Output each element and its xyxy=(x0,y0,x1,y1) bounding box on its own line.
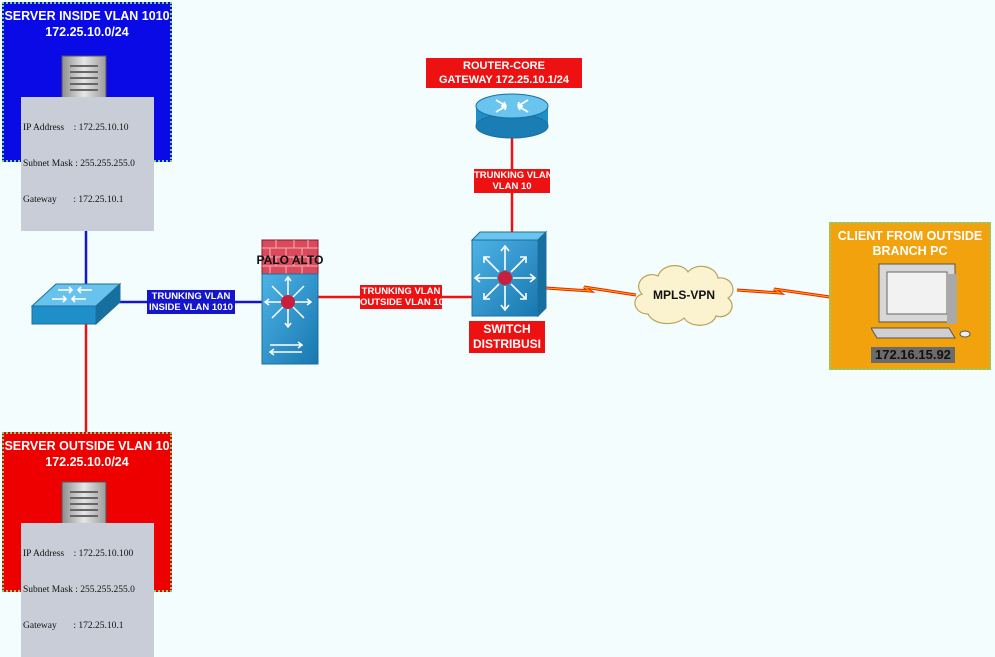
trunk-outside-label-line1: TRUNKING VLAN xyxy=(361,286,441,297)
trunk-outside-label: TRUNKING VLAN OUTSIDE VLAN 10 xyxy=(360,285,444,309)
wan-link-right-glow xyxy=(736,288,831,298)
firewall-icon[interactable] xyxy=(261,239,319,365)
trunk-inside-label: TRUNKING VLAN INSIDE VLAN 1010 xyxy=(147,290,235,314)
server-outside-title: SERVER OUTSIDE VLAN 10 xyxy=(4,439,170,453)
distribution-switch-label-line1: SWITCH xyxy=(483,322,531,336)
router-label-line1: ROUTER-CORE xyxy=(463,60,545,72)
trunk-router-label-line2: VLAN 10 xyxy=(492,181,532,192)
server-inside-config: IP Address : 172.25.10.10 Subnet Mask : … xyxy=(21,97,154,231)
config-ip-address: IP Address : 172.25.10.10 xyxy=(23,123,129,133)
router-label: ROUTER-CORE GATEWAY 172.25.10.1/24 xyxy=(426,58,582,88)
mpls-cloud-icon[interactable] xyxy=(634,265,734,326)
client-panel: CLIENT FROM OUTSIDE BRANCH PC 172.16.15.… xyxy=(829,222,991,370)
config-gateway: Gateway : 172.25.10.1 xyxy=(23,195,124,205)
server-outside-subnet: 172.25.10.0/24 xyxy=(45,455,129,469)
router-icon[interactable] xyxy=(475,93,549,139)
access-switch-icon[interactable] xyxy=(30,282,122,326)
server-outside-config: IP Address : 172.25.10.100 Subnet Mask :… xyxy=(21,523,154,657)
config-ip-address: IP Address : 172.25.10.100 xyxy=(23,549,134,559)
distribution-switch-label-line2: DISTRIBUSI xyxy=(472,337,541,351)
client-title-line2: BRANCH PC xyxy=(872,244,948,258)
mpls-cloud-label: MPLS-VPN xyxy=(652,288,715,302)
server-inside-subnet: 172.25.10.0/24 xyxy=(45,25,129,39)
trunk-inside-label-line1: TRUNKING VLAN xyxy=(151,291,231,302)
config-subnet-mask: Subnet Mask : 255.255.255.0 xyxy=(23,585,135,595)
server-inside-panel: SERVER INSIDE VLAN 1010 172.25.10.0/24 I… xyxy=(2,2,172,231)
trunk-router-label-line1: TRUNKING VLAN xyxy=(474,170,553,181)
trunk-outside-label-line2: OUTSIDE VLAN 10 xyxy=(360,297,444,308)
config-subnet-mask: Subnet Mask : 255.255.255.0 xyxy=(23,159,135,169)
distribution-switch-label: SWITCH DISTRIBUSI xyxy=(469,321,545,353)
trunk-inside-label-line2: INSIDE VLAN 1010 xyxy=(149,302,233,313)
distribution-switch-icon[interactable] xyxy=(470,230,548,318)
client-pc-icon[interactable] xyxy=(871,262,971,344)
server-inside-title: SERVER INSIDE VLAN 1010 xyxy=(4,9,170,23)
wan-link-left-glow xyxy=(545,286,637,296)
server-outside-panel: SERVER OUTSIDE VLAN 10 172.25.10.0/24 IP… xyxy=(2,432,172,657)
trunk-router-label: TRUNKING VLAN VLAN 10 xyxy=(474,169,553,193)
config-gateway: Gateway : 172.25.10.1 xyxy=(23,621,124,631)
client-ip-address: 172.16.15.92 xyxy=(871,347,955,363)
client-title-line1: CLIENT FROM OUTSIDE xyxy=(837,229,983,243)
firewall-label: PALO ALTO xyxy=(256,253,324,267)
router-label-line2: GATEWAY 172.25.10.1/24 xyxy=(438,74,570,86)
